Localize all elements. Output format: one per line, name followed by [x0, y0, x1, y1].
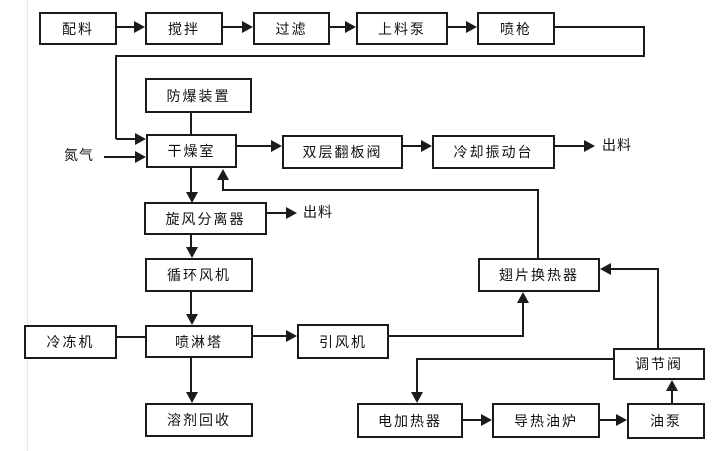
edge-heater-furnace-arrowhead-icon: [481, 414, 492, 426]
edge-spraygun-drying-seg5: [116, 138, 137, 140]
edge-draftfan-exchanger-seg2: [522, 301, 524, 337]
edge-explosionproof-drying-line: [190, 112, 192, 135]
edge-spraygun-drying-seg1: [555, 26, 645, 28]
page-margin-line: [27, 0, 28, 451]
edge-spraytower-draftfan-line: [253, 335, 288, 337]
edge-nitrogen-drying-arrowhead-icon: [135, 151, 146, 163]
edge-draftfan-exchanger-arrowhead-icon: [517, 292, 529, 303]
edge-filtering-feedpump-line: [330, 26, 347, 28]
edge-fan-spraytower-arrowhead-icon: [186, 314, 198, 325]
edge-furnace-oilpump-arrowhead-icon: [616, 414, 627, 426]
edge-vibtable-discharge-arrowhead-icon: [584, 140, 595, 152]
edge-spraygun-drying-arrowhead-icon: [135, 133, 146, 145]
edge-chiller-spraytower-line: [117, 336, 146, 338]
edge-valve-heater-seg2: [416, 358, 418, 393]
edge-batching-mixing-line: [117, 26, 136, 28]
edge-spraytower-draftfan-arrowhead-icon: [286, 330, 297, 342]
node-finned-heat-exchanger: 翅片换热器: [478, 258, 600, 292]
node-circulating-fan: 循环风机: [145, 258, 253, 292]
node-cyclone-separator: 旋风分离器: [144, 202, 267, 235]
edge-heater-furnace-line: [463, 419, 481, 421]
label-discharge-mid: 出料: [303, 206, 333, 221]
edge-valve-exchanger-arrowhead-icon: [600, 263, 611, 275]
edge-batching-mixing-arrowhead-icon: [134, 21, 145, 33]
node-electric-heater: 电加热器: [357, 403, 463, 438]
edge-drying-cyclone-line: [190, 168, 192, 194]
edge-exchanger-drying-arrowhead-icon: [217, 169, 229, 180]
node-drying-chamber: 干燥室: [146, 134, 237, 168]
node-explosion-proof: 防爆装置: [145, 78, 252, 113]
edge-spraygun-drying-seg2: [643, 26, 645, 57]
node-feed-pump: 上料泵: [356, 12, 448, 45]
node-oil-pump: 油泵: [627, 403, 705, 439]
edge-valve-heater-seg1: [416, 358, 613, 360]
edge-flapvalve-vibtable-line: [402, 145, 423, 147]
edge-spraygun-drying-seg4: [115, 55, 117, 139]
edge-flapvalve-vibtable-arrowhead-icon: [421, 140, 432, 152]
edge-valve-exchanger-seg2: [609, 268, 659, 270]
edge-cyclone-discharge-line: [266, 212, 288, 214]
node-thermal-oil-furnace: 导热油炉: [492, 403, 600, 438]
edge-spraygun-drying-seg3: [115, 55, 645, 57]
label-nitrogen: 氮气: [64, 149, 94, 164]
edge-oilpump-valve-arrowhead-icon: [666, 380, 678, 391]
edge-cyclone-fan-arrowhead-icon: [186, 247, 198, 258]
node-solvent-recovery: 溶剂回收: [145, 403, 253, 437]
node-spray-tower: 喷淋塔: [145, 325, 253, 358]
edge-drying-flapvalve-line: [236, 145, 273, 147]
edge-cyclone-fan-line: [190, 235, 192, 249]
node-double-flap-valve: 双层翻板阀: [282, 135, 403, 169]
edge-drying-cyclone-arrowhead-icon: [186, 192, 198, 203]
node-mixing: 搅拌: [145, 12, 223, 45]
edge-exchanger-drying-seg3: [222, 178, 224, 191]
edge-feedpump-spraygun-line: [448, 26, 468, 28]
edge-mixing-filtering-line: [223, 26, 244, 28]
node-batching: 配料: [39, 12, 117, 45]
edge-nitrogen-drying-line: [104, 156, 137, 158]
edge-drying-flapvalve-arrowhead-icon: [271, 140, 282, 152]
edge-filtering-feedpump-arrowhead-icon: [345, 21, 356, 33]
edge-cyclone-discharge-arrowhead-icon: [286, 207, 297, 219]
edge-spraytower-solvent-arrowhead-icon: [186, 392, 198, 403]
edge-draftfan-exchanger-seg1: [388, 335, 524, 337]
label-discharge-top: 出料: [602, 139, 632, 154]
edge-valve-heater-arrowhead-icon: [411, 392, 423, 403]
node-regulating-valve: 调节阀: [613, 348, 705, 380]
edge-feedpump-spraygun-arrowhead-icon: [466, 21, 477, 33]
node-induced-draft-fan: 引风机: [297, 324, 389, 359]
node-chiller: 冷冻机: [24, 325, 117, 359]
edge-fan-spraytower-line: [190, 292, 192, 316]
edge-spraytower-solvent-line: [190, 358, 192, 394]
edge-valve-exchanger-seg1: [657, 268, 659, 349]
edge-mixing-filtering-arrowhead-icon: [242, 21, 253, 33]
node-spray-gun: 喷枪: [477, 12, 555, 45]
node-cooling-vib-table: 冷却振动台: [432, 135, 555, 169]
node-filtering: 过滤: [253, 12, 330, 45]
edge-exchanger-drying-seg2: [222, 189, 539, 191]
edge-oilpump-valve-line: [671, 389, 673, 403]
edge-exchanger-drying-seg1: [537, 189, 539, 258]
edge-furnace-oilpump-line: [600, 419, 616, 421]
edge-vibtable-discharge-line: [554, 145, 586, 147]
